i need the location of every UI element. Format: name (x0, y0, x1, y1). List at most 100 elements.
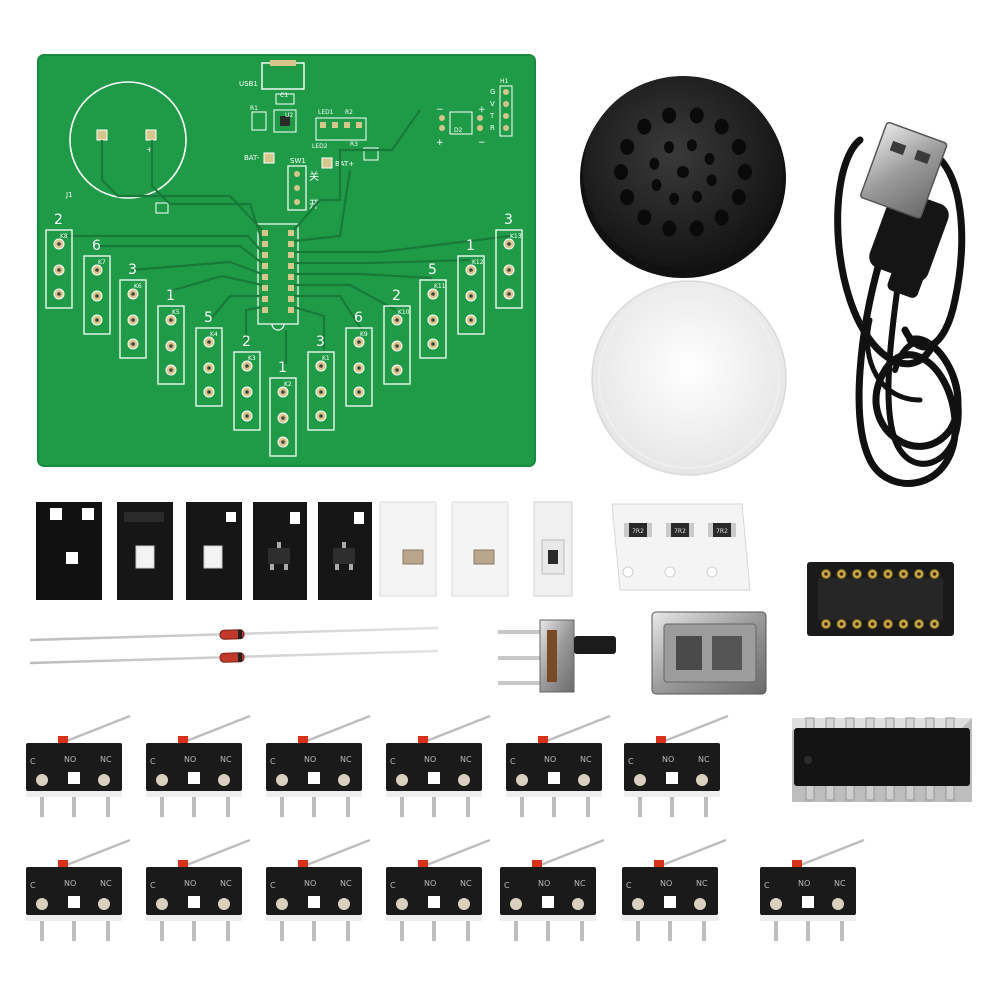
switch-no-label: NO (64, 755, 76, 764)
switch-nc-label: NC (100, 755, 112, 764)
key-ref-label: K7 (98, 259, 106, 266)
switch-no-label: NO (184, 755, 196, 764)
key-note-number: 2 (54, 212, 63, 228)
micro-switches: C NO NC C NO NC C NO NC C NO NC C NO NC C NO NC C NO NC C NO NC… (26, 714, 865, 941)
switch-no-label: NO (538, 879, 550, 888)
micro-switch: C NO NC (386, 714, 491, 817)
svg-text:+: + (146, 145, 153, 154)
micro-switch: C NO NC (266, 838, 371, 941)
switch-no-label: NO (424, 755, 436, 764)
h1-label: H1 (500, 78, 509, 85)
usb-plug (860, 121, 948, 219)
key-ref-label: K10 (398, 309, 410, 316)
switch-nc-label: NC (340, 879, 352, 888)
led1-label: LED1 (318, 109, 334, 116)
r2-label: R2 (345, 109, 353, 116)
switch-c-label: C (504, 881, 510, 890)
resistor-code: 7R2 (632, 528, 644, 535)
d2-label: D2 (454, 127, 463, 134)
key-ref-label: K1 (322, 355, 330, 362)
switch-c-label: C (628, 757, 634, 766)
ic-chip (792, 717, 972, 802)
switch-c-label: C (390, 757, 396, 766)
pcb-substrate (38, 55, 535, 466)
switch-no-label: NO (304, 755, 316, 764)
key-footprint-k2: K21 (269, 360, 297, 457)
diode-2 (29, 649, 439, 665)
plus-label-right: + (478, 105, 486, 115)
key-footprint-k8: K82 (45, 212, 73, 309)
speaker (580, 76, 786, 278)
switch-no-label: NO (660, 879, 672, 888)
key-ref-label: K6 (134, 283, 142, 290)
pin-v-label: V (490, 100, 495, 108)
switch-nc-label: NC (220, 879, 232, 888)
switch-c-label: C (150, 881, 156, 890)
switch-c-label: C (270, 757, 276, 766)
key-note-number: 3 (128, 262, 137, 278)
smd-resistor: 7R2 (624, 523, 652, 537)
resistor-code: 7R2 (674, 528, 686, 535)
key-footprint-k1: K13 (307, 334, 335, 431)
switch-nc-label: NC (580, 755, 592, 764)
micro-switch: C NO NC (266, 714, 371, 817)
j1-label: J1 (65, 191, 73, 199)
switch-nc-label: NC (460, 879, 472, 888)
diode-1 (29, 626, 439, 642)
switch-c-label: C (510, 757, 516, 766)
usb-cable (834, 121, 966, 487)
key-ref-label: K12 (472, 259, 484, 266)
key-note-number: 6 (354, 310, 363, 326)
r1-label: R1 (250, 105, 258, 112)
switch-c-label: C (270, 881, 276, 890)
key-note-number: 2 (242, 334, 251, 350)
switch-nc-label: NC (460, 755, 472, 764)
switch-nc-label: NC (696, 879, 708, 888)
capacitor-tape-2 (451, 501, 509, 597)
switch-no-label: NO (544, 755, 556, 764)
key-footprint-k7: K76 (83, 238, 111, 335)
pcb-board: + USB1 C1 U2 R1 LED1 R2 LED2 R3 BAT- BAT… (37, 54, 536, 467)
switch-c-label: C (626, 881, 632, 890)
switch-no-label: NO (304, 879, 316, 888)
slide-switch (498, 619, 616, 693)
micro-switch: C NO NC (622, 838, 727, 941)
key-footprint-k5: K51 (157, 288, 185, 385)
switch-no-label: NO (662, 755, 674, 764)
key-note-number: 5 (428, 262, 437, 278)
u2-label: U2 (285, 112, 293, 119)
switch-no-label: NO (424, 879, 436, 888)
c1-label: C1 (280, 92, 288, 99)
switch-c-label: C (764, 881, 770, 890)
pcb-traces (60, 109, 511, 364)
plus-label-left: + (436, 138, 444, 148)
led2-label: LED2 (312, 143, 328, 150)
ic-footprint (257, 223, 299, 331)
key-footprint-k6: K6 3 (119, 262, 147, 359)
usb-socket (651, 611, 767, 695)
bat-minus-label: BAT- (244, 154, 260, 162)
black-tape-1 (36, 502, 102, 600)
switch-nc-label: NC (100, 879, 112, 888)
key-ref-label: K2 (284, 381, 292, 388)
transistor-tape-2 (318, 502, 372, 600)
minus-label: − (436, 105, 444, 115)
bat-plus-label: BAT+ (335, 160, 354, 168)
switch-nc-label: NC (340, 755, 352, 764)
switch-nc-label: NC (698, 755, 710, 764)
switch-c-label: C (30, 881, 36, 890)
adhesive-pad (591, 280, 787, 476)
pin-r-label: R (490, 124, 495, 132)
switch-c-label: C (150, 757, 156, 766)
key-ref-label: K13 (510, 233, 522, 240)
